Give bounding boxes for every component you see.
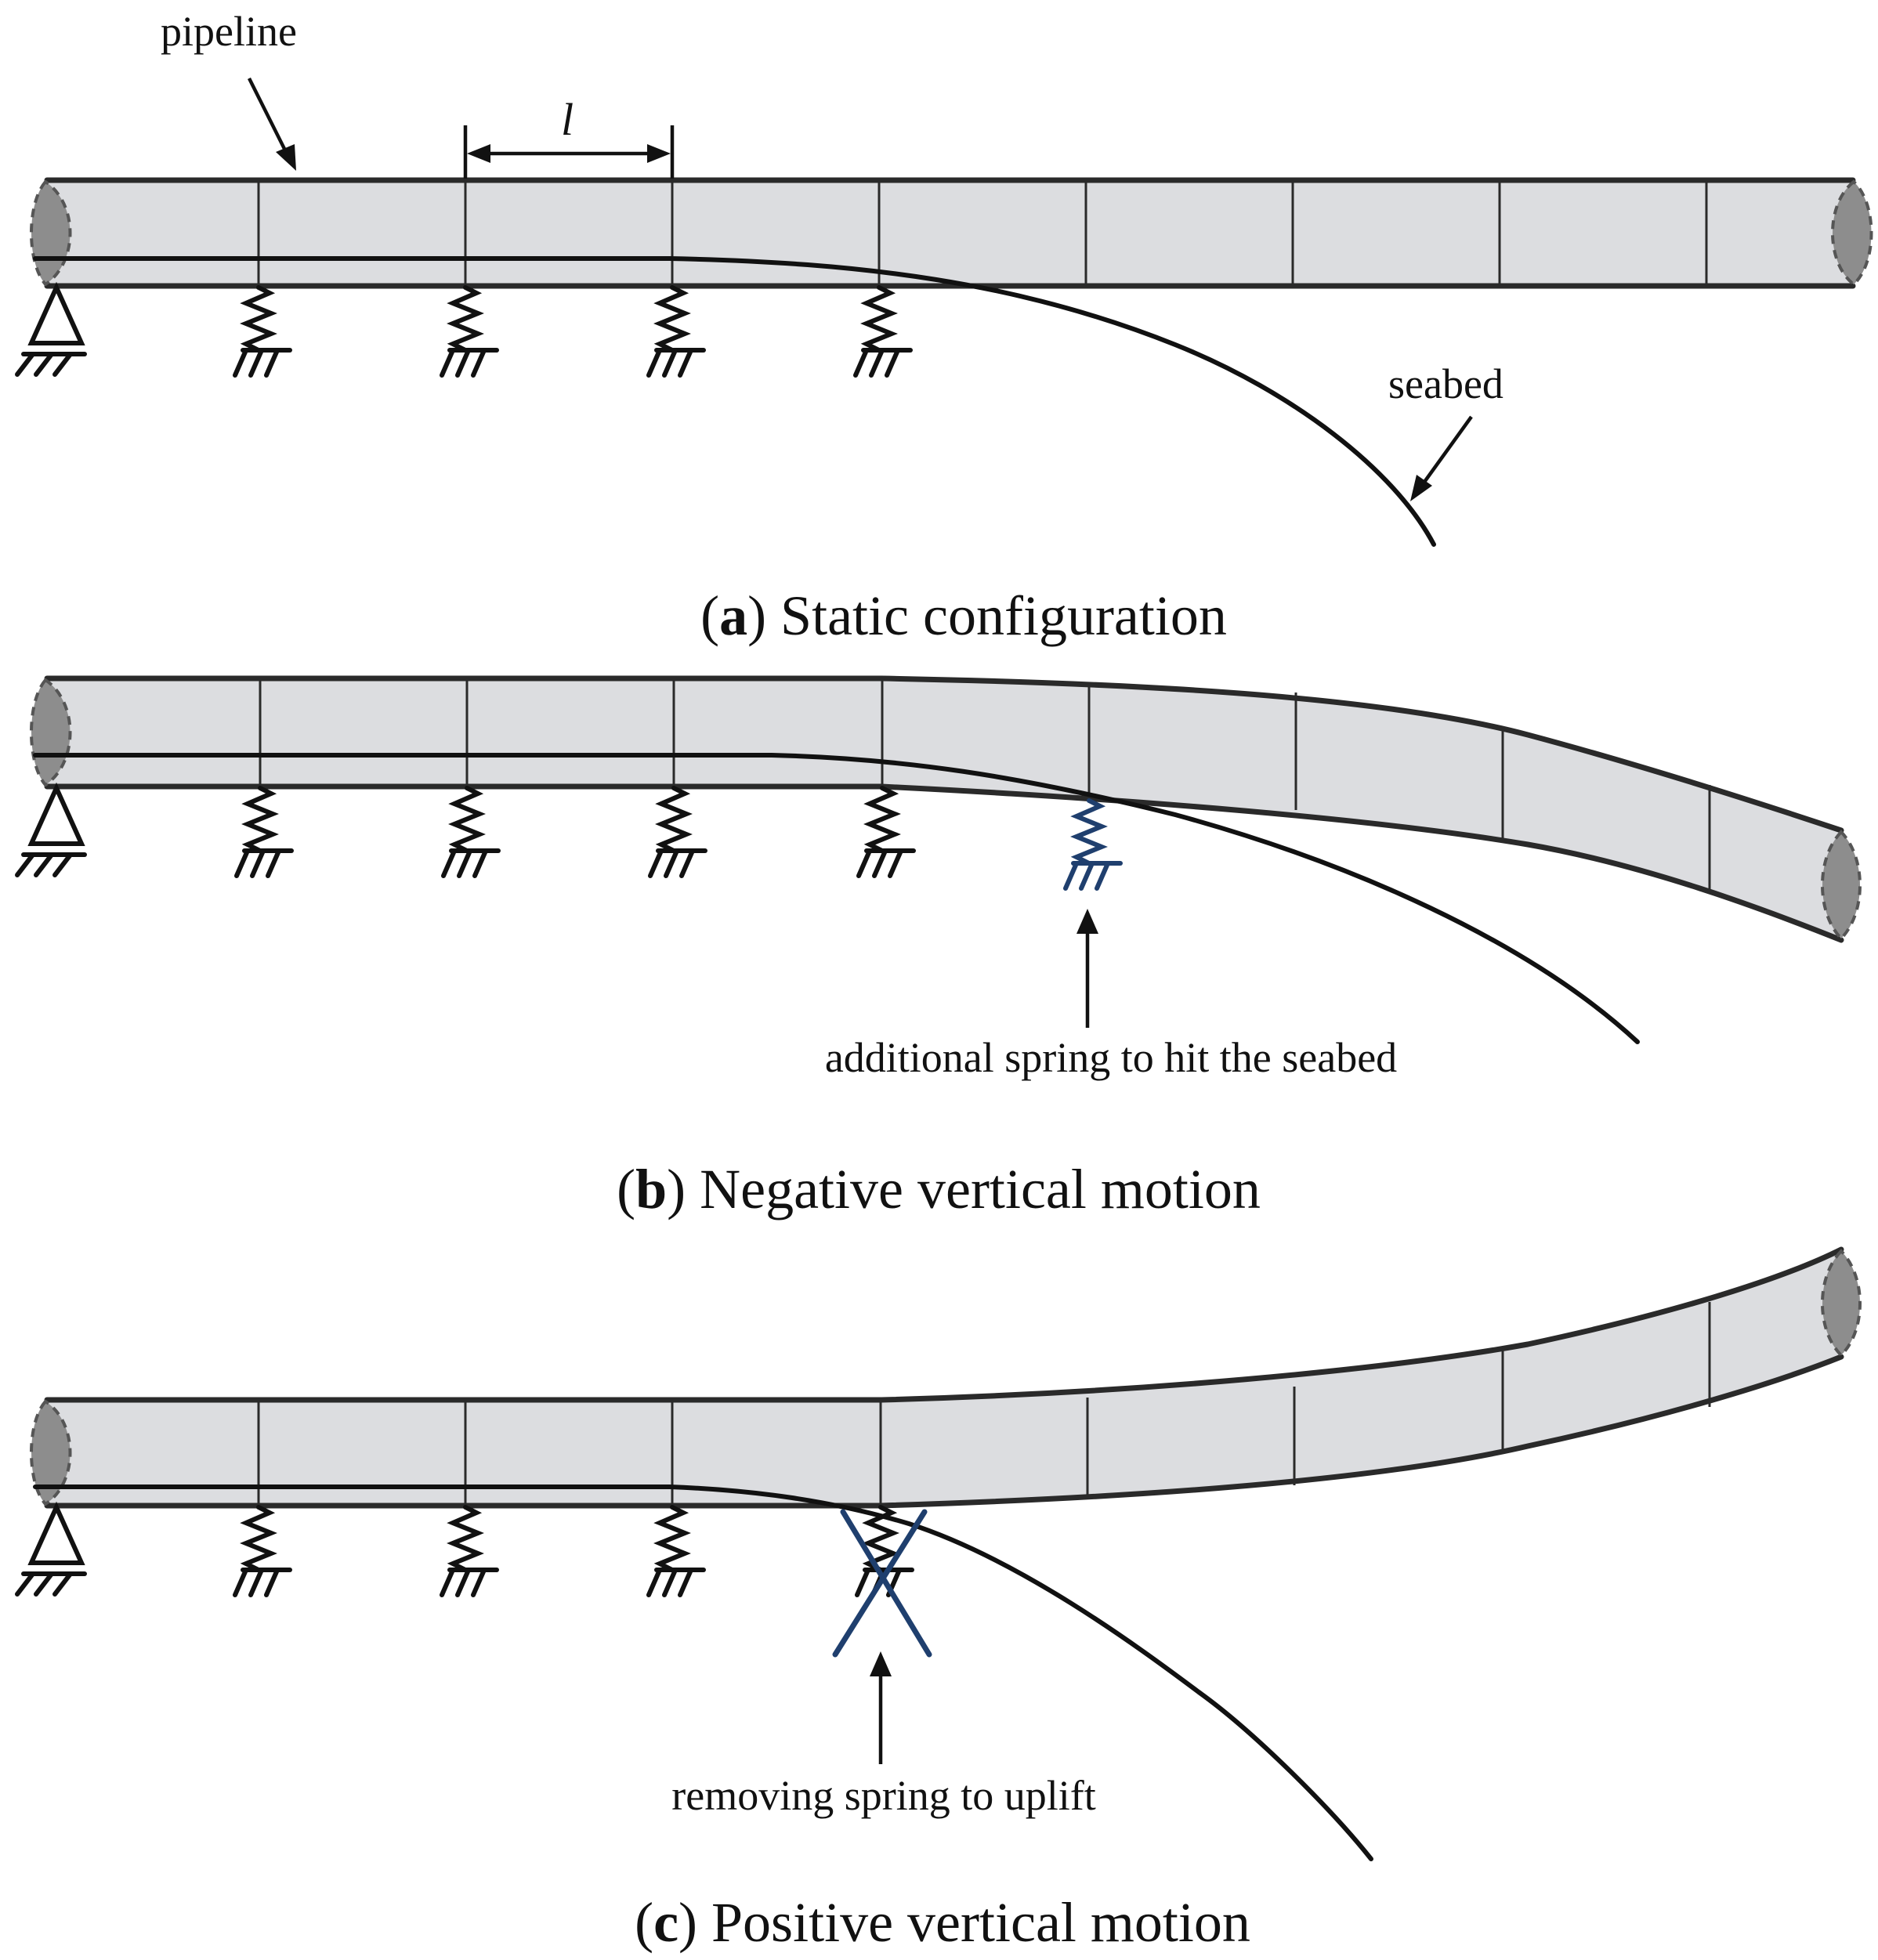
pipe-end-cap-right	[1821, 830, 1862, 941]
element-length-label: l	[561, 94, 574, 145]
additional-spring-label: additional spring to hit the seabed	[825, 1034, 1397, 1081]
spring	[233, 1507, 292, 1597]
pipeline-label: pipeline	[161, 8, 297, 55]
pipe-end-cap-right	[1831, 179, 1873, 287]
added-spring	[1063, 801, 1123, 891]
seabed-springs-c	[233, 1507, 932, 1658]
remove-cross-icon	[832, 1509, 932, 1658]
caption-b: (b) Negative vertical motion	[617, 1158, 1261, 1220]
removing-spring-label: removing spring to uplift	[671, 1772, 1095, 1819]
spring	[441, 788, 501, 878]
pipeline-a	[30, 177, 1873, 289]
panel-a: pipeline l seabed (a) Static configurati…	[15, 8, 1873, 647]
pin-support-a	[15, 281, 87, 377]
spring	[853, 287, 913, 378]
seabed-springs-a	[233, 287, 913, 378]
pipeline-top-edge	[44, 675, 1844, 834]
spring	[233, 287, 292, 378]
pipe-end-cap-left	[30, 1399, 72, 1506]
spring	[440, 1507, 499, 1597]
pipe-end-cap-left	[30, 678, 72, 787]
removed-spring-pointer-arrow	[870, 1651, 892, 1764]
seabed-curve-b	[33, 753, 1640, 1044]
spring	[648, 788, 707, 878]
panel-c: removing spring to uplift (c) Positive v…	[15, 1246, 1862, 1954]
seabed-pointer-arrow	[1410, 415, 1473, 501]
spring	[234, 788, 294, 878]
spring	[440, 287, 499, 378]
pipeline-b	[30, 675, 1862, 943]
seabed-curve-c	[33, 1484, 1373, 1861]
element-length-dimension	[463, 125, 675, 179]
caption-c: (c) Positive vertical motion	[635, 1891, 1250, 1954]
added-spring-pointer-arrow	[1077, 909, 1098, 1028]
pin-support-b	[15, 782, 87, 877]
spring	[646, 1507, 706, 1597]
seabed-curve-a	[33, 256, 1436, 547]
seabed-label: seabed	[1388, 360, 1503, 407]
spring	[646, 287, 706, 378]
spring	[856, 788, 916, 878]
pin-support-c	[15, 1501, 87, 1597]
pipeline-pointer-arrow	[247, 77, 296, 171]
pipeline-bottom-edge	[44, 783, 1844, 943]
pipeline-top-edge	[44, 1246, 1844, 1403]
pipeline-c	[30, 1246, 1862, 1509]
pipeline-bottom-edge	[44, 1354, 1844, 1509]
pipeline-element-dividers	[259, 680, 1711, 893]
pipe-end-cap-right	[1821, 1249, 1862, 1358]
panel-b: additional spring to hit the seabed (b) …	[15, 675, 1862, 1220]
caption-a: (a) Static configuration	[700, 584, 1227, 647]
seabed-springs-b	[234, 788, 1123, 891]
pipeline-element-dividers	[257, 182, 1708, 284]
